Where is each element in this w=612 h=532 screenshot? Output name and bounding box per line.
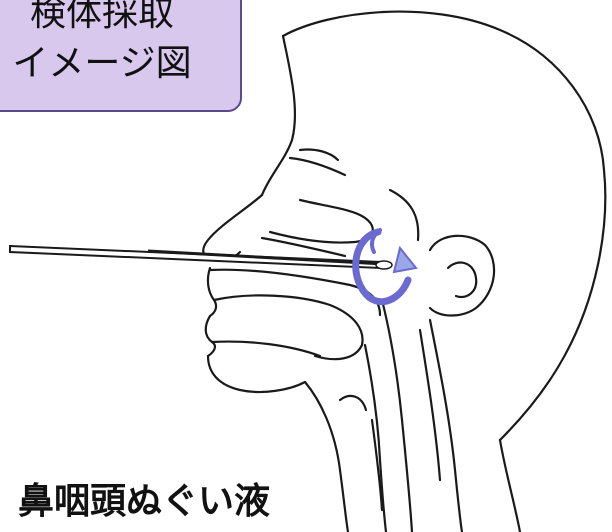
swab-icon [9,244,393,270]
ear [428,234,496,317]
head-outline [281,10,607,442]
neck-back [498,438,522,532]
eye [288,156,347,177]
airway-inner [370,418,384,512]
neck-muscle-2 [418,328,442,482]
neck-muscle [428,318,464,532]
nasal-cavity-mid [260,236,347,258]
nasal-cavity-top [268,198,374,244]
tongue [212,294,364,361]
ear-inner [446,261,478,299]
pharynx-wall [380,298,414,532]
face-profile [260,34,297,197]
rotation-arrow-icon [352,228,418,306]
eyelid [298,148,340,162]
epiglottis [338,394,368,412]
throat-front [303,380,350,532]
chin [206,354,307,394]
pharynx-front [363,343,388,532]
nose [202,193,264,262]
title-box: 検体採取 イメージ図 [0,0,242,112]
skull-base [388,188,420,242]
title-line-1: 検体採取 [29,0,174,34]
caption: 鼻咽頭ぬぐい液 [18,481,271,522]
oral-floor [210,340,322,358]
lower-lip [204,314,217,358]
title-line-2: イメージ図 [12,43,192,84]
upper-lip [206,266,218,318]
